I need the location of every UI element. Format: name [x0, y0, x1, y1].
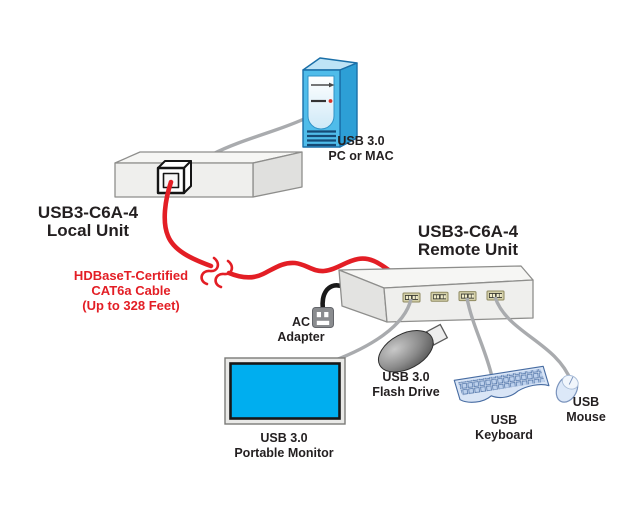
- ac-adapter-plug-icon: [312, 307, 334, 328]
- local-unit-usb-port: [156, 160, 192, 195]
- mouse-label-line2: Mouse: [566, 409, 606, 424]
- pc-vents: [307, 130, 336, 147]
- local-unit-label: USB3-C6A-4 Local Unit: [38, 204, 138, 240]
- remote-unit-label-line2: Remote Unit: [417, 240, 519, 259]
- keyboard-cable: [465, 297, 494, 378]
- ac-adapter-label-line1: AC: [291, 315, 311, 329]
- mouse-label: USB Mouse: [566, 395, 606, 424]
- cat6a-cable-label: HDBaseT-Certified CAT6a Cable (Up to 328…: [74, 268, 188, 313]
- flash-drive-icon: [378, 323, 449, 373]
- drive-slot-arrow-icon: [329, 82, 335, 88]
- cat6a-cable-label-line3: (Up to 328 Feet): [82, 298, 180, 313]
- remote-unit-usb-ports: [402, 290, 505, 303]
- cat6a-cable-label-line1: HDBaseT-Certified: [73, 268, 189, 283]
- cable-break-icon: [214, 259, 234, 289]
- pc-to-local-cable: [212, 117, 305, 156]
- cat6a-red-cable: [162, 179, 393, 289]
- keyboard-label: USB Keyboard: [475, 413, 533, 442]
- pc-front-panel: [307, 75, 335, 130]
- ac-power-cable: [320, 283, 354, 311]
- usb-port-2: [430, 291, 449, 302]
- usb-port-1: [402, 292, 421, 303]
- monitor-screen: [229, 362, 341, 420]
- cat6a-cable-label-line2: CAT6a Cable: [91, 283, 171, 298]
- remote-unit-label: USB3-C6A-4 Remote Unit: [418, 223, 518, 259]
- pc-tower-icon: [302, 57, 358, 148]
- portable-monitor-label: USB 3.0 Portable Monitor: [234, 431, 333, 460]
- ac-adapter-label: AC Adapter: [277, 315, 324, 344]
- usb-port-4: [486, 290, 505, 301]
- keyboard-icon: [453, 365, 550, 403]
- flash-drive-label-line2: Flash Drive: [372, 384, 440, 399]
- keyboard-label-line2: Keyboard: [475, 427, 533, 442]
- pc-label-line1: USB 3.0: [337, 134, 385, 148]
- local-unit-device: [114, 151, 303, 198]
- keyboard-keys: [458, 368, 545, 396]
- local-unit-label-line2: Local Unit: [46, 221, 130, 240]
- local-unit-label-line1: USB3-C6A-4: [37, 203, 139, 222]
- mouse-label-line1: USB: [572, 395, 600, 409]
- pc-label-line2: PC or MAC: [328, 148, 394, 163]
- portable-monitor-label-line2: Portable Monitor: [234, 445, 334, 460]
- flash-drive-label: USB 3.0 Flash Drive: [372, 370, 439, 399]
- monitor-cable: [332, 298, 413, 363]
- remote-unit-label-line1: USB3-C6A-4: [417, 222, 519, 241]
- portable-monitor-icon: [224, 357, 346, 425]
- mouse-icon: [555, 374, 579, 403]
- ac-adapter-label-line2: Adapter: [277, 329, 325, 344]
- mouse-cable: [493, 296, 573, 382]
- portable-monitor-label-line1: USB 3.0: [260, 431, 308, 445]
- pc-label: USB 3.0 PC or MAC: [328, 134, 393, 163]
- cable-break-icon: [200, 256, 220, 286]
- flash-drive-label-line1: USB 3.0: [382, 370, 430, 384]
- keyboard-label-line1: USB: [490, 413, 518, 427]
- usb-port-3: [458, 291, 477, 302]
- power-led: [328, 99, 333, 103]
